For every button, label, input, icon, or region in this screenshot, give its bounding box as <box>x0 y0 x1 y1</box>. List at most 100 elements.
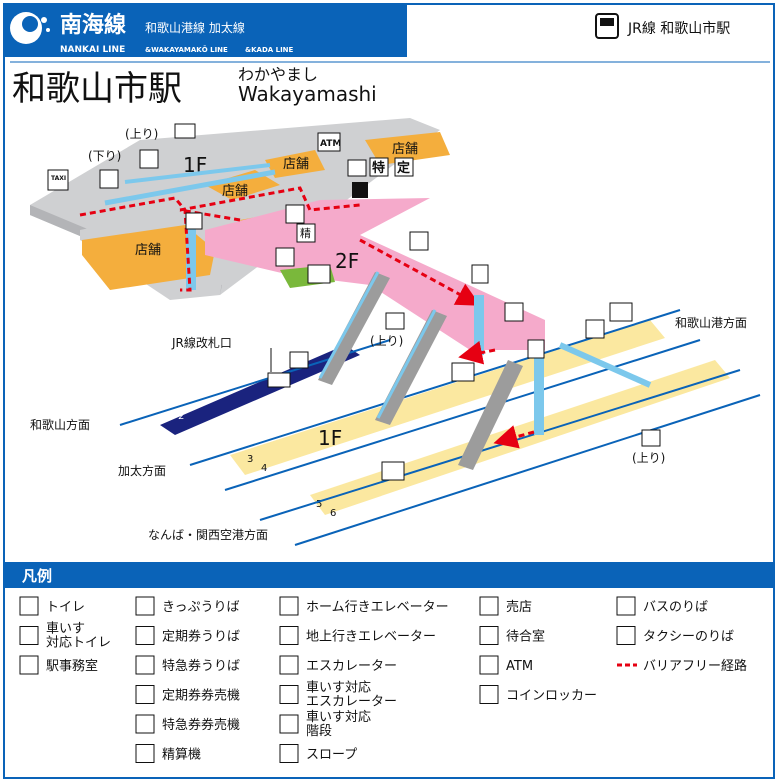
header: 南海線 和歌山港線 加太線 NANKAI LINE &WAKAYAMAKŌ LI… <box>5 5 770 109</box>
escalator-icon <box>279 655 299 675</box>
taxi-icon <box>47 169 69 191</box>
coin-locker-icon-2 <box>504 302 524 322</box>
shop-label-3: 店舗 <box>283 157 309 172</box>
ground-elevator-icon <box>279 626 299 645</box>
legend-title-bar <box>5 562 775 588</box>
up-label-mid: (上り) <box>370 334 403 348</box>
legend-label: バリアフリー経路 <box>643 658 747 674</box>
legend-label: 車いす対応エスカレーター <box>306 681 397 710</box>
wheelchair-escalator-icon <box>279 685 299 704</box>
shop-label-1: 店舗 <box>135 243 161 258</box>
elevator-shaft-1 <box>186 225 196 290</box>
waiting-room-icon-3 <box>609 302 633 322</box>
elevator-shaft-2 <box>534 355 544 435</box>
direction-namba: なんば・関西空港方面 <box>148 527 268 542</box>
bus-icon <box>174 123 196 139</box>
jr-station-link[interactable]: JR線 和歌山市駅 <box>627 20 730 37</box>
teiki-label: 定 <box>396 160 410 176</box>
legend-label: 定期券うりば <box>162 629 240 645</box>
jr-gate: JR線改札口 <box>171 335 309 388</box>
track-2-label: 2 <box>178 411 184 422</box>
legend-label: 駅事務室 <box>46 658 98 674</box>
express-machine-icon <box>135 714 155 734</box>
station-office-icon <box>19 655 39 675</box>
shop-icon <box>409 231 429 251</box>
shop-icon <box>479 596 499 616</box>
atm-label: ATM <box>320 139 341 149</box>
toilet-icon <box>19 596 39 616</box>
track-2-platform <box>160 345 360 435</box>
accessible-toilet-icon <box>275 247 295 267</box>
legend-label: バスのりば <box>643 600 708 615</box>
shop-block-2 <box>205 170 280 200</box>
shop-block-4 <box>365 132 450 165</box>
wheelchair-stairs-icon <box>279 714 299 734</box>
legend-label: スロープ <box>306 748 357 763</box>
station-name: 和歌山市駅 <box>12 69 182 109</box>
escalator-icon-2 <box>99 169 119 189</box>
waiting-room-icon <box>479 626 499 645</box>
tokkyu-label: 特 <box>372 160 385 176</box>
direction-wakayama: 和歌山方面 <box>30 417 90 432</box>
icons-upper: ATM 特 定 TAXI (上り) (下り) 精 <box>47 123 524 322</box>
up-label-bottom: (上り) <box>632 451 665 465</box>
legend-label: エスカレーター <box>306 659 397 674</box>
legend-label: 精算機 <box>162 748 201 763</box>
ticket-office-icon <box>135 596 155 616</box>
platform-5-6 <box>310 360 730 515</box>
commuter-pass-icon <box>394 157 414 177</box>
legend-label: 特急券うりば <box>162 658 240 674</box>
stairs <box>318 271 652 470</box>
stairs-2 <box>375 310 447 425</box>
brand-jp: 南海線 <box>60 12 126 38</box>
direction-wakayamako: 和歌山港方面 <box>675 315 747 330</box>
bus-icon <box>616 596 636 616</box>
fare-adjust-icon <box>296 223 316 243</box>
elevator-shaft-3 <box>474 295 484 355</box>
platform-3-4 <box>230 320 665 475</box>
brand-en-2: &WAKAYAMAKŌ LINE <box>145 45 228 54</box>
legend-label: ATM <box>506 659 533 674</box>
taxi-icon-label: TAXI <box>51 175 66 182</box>
coin-locker-icon <box>285 204 305 224</box>
brand-en: NANKAI LINE <box>60 45 125 55</box>
legend-label: 特急券券売機 <box>162 717 240 733</box>
legend-label: 売店 <box>506 599 532 615</box>
legend-title: 凡例 <box>22 567 52 585</box>
track-5-label: 5 <box>316 499 322 510</box>
nankai-logo-icon <box>10 12 50 44</box>
track-4-label: 4 <box>261 463 267 474</box>
seisan-label: 精 <box>300 227 311 240</box>
barrier-free-route-lower <box>458 340 535 449</box>
floor-label-1f-bottom: 1F <box>318 426 342 450</box>
escalator-1 <box>104 169 276 206</box>
slope-icon <box>279 744 299 763</box>
toilet-icon <box>307 264 331 284</box>
coin-locker-icon <box>479 685 499 704</box>
waiting-room-icon-1 <box>451 362 475 382</box>
ticket-gate-icon <box>267 372 291 388</box>
legend-label: 定期券券売機 <box>162 688 240 704</box>
ground-elevator-icon <box>185 212 203 230</box>
track-3-label: 3 <box>247 454 253 465</box>
brand-en-3: &KADA LINE <box>245 46 294 54</box>
brand-sub-lines: 和歌山港線 加太線 <box>145 20 245 35</box>
jr-gate-label: JR線改札口 <box>171 335 232 350</box>
platform-elevator-icon-2 <box>527 339 545 359</box>
escalator-icon-4 <box>641 429 661 447</box>
escalator-2 <box>124 163 271 184</box>
shop-label-2: 店舗 <box>222 184 248 199</box>
up-label-top: (上り) <box>125 127 158 141</box>
atm-icon <box>479 655 499 675</box>
stairs-1 <box>318 272 390 385</box>
stairs-3 <box>458 360 523 470</box>
escalators-1f <box>104 163 276 290</box>
platform-elevator-icon <box>279 596 299 616</box>
limited-express-icon <box>369 157 389 177</box>
station-romaji: Wakayamashi <box>238 82 377 106</box>
waiting-rooms <box>381 302 661 481</box>
escalator-icon-3 <box>385 312 405 330</box>
legend-label: 車いす対応トイレ <box>46 622 111 651</box>
